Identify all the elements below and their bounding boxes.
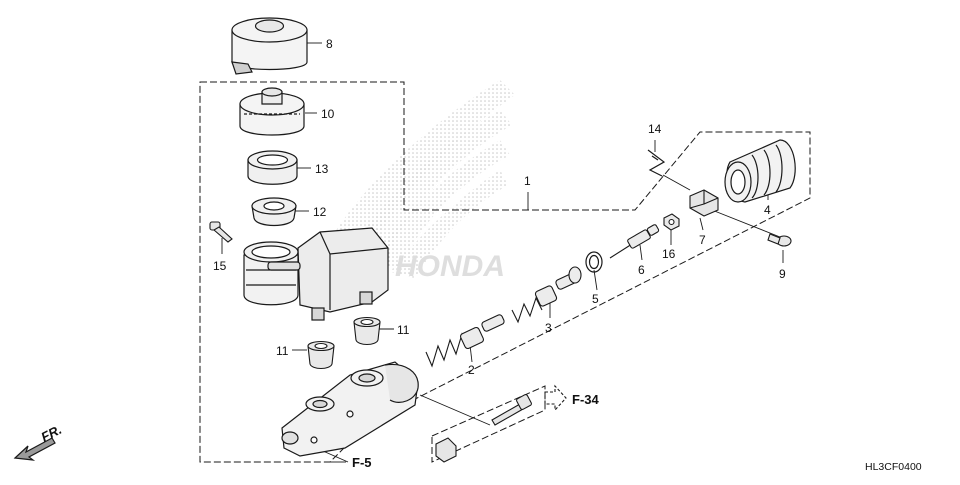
- callout-3: 3: [545, 321, 552, 335]
- front-label: FR.: [39, 422, 64, 445]
- callout-5: 5: [592, 292, 599, 306]
- part-13-diaphragm: [247, 150, 298, 185]
- callout-1: 1: [524, 174, 531, 188]
- callout-2: 2: [468, 363, 475, 377]
- part-15-screw: [209, 221, 233, 243]
- callout-14: 14: [648, 122, 662, 136]
- honda-watermark-text: HONDA: [395, 250, 505, 283]
- part-4-boot: [724, 139, 796, 203]
- part-10-reservoir-cap: [239, 87, 305, 136]
- callout-11-lower: 11: [276, 344, 289, 358]
- callout-4: 4: [764, 203, 771, 217]
- part-8-cap-cover: [231, 17, 308, 75]
- ref-arrow-f34: [544, 384, 567, 412]
- callout-16: 16: [662, 247, 676, 261]
- part-11-grommet-upper: [353, 316, 381, 346]
- part-2-primary-piston: [425, 314, 505, 368]
- callout-9: 9: [779, 267, 786, 281]
- part-16-nut: [663, 213, 680, 231]
- ref-label-f34: F-34: [572, 392, 600, 407]
- callout-11-upper: 11: [397, 323, 410, 337]
- honda-watermark-logo: HONDA: [330, 80, 515, 283]
- reservoir-tank: [243, 227, 389, 321]
- diagram-code: HL3CF0400: [865, 461, 922, 473]
- sub-assembly-outline: [431, 385, 546, 463]
- callout-7: 7: [699, 233, 706, 247]
- assembly-outline: [199, 81, 811, 463]
- front-direction-arrow-icon: [13, 437, 56, 461]
- part-12-float: [251, 197, 297, 227]
- master-cylinder-body: [281, 361, 419, 457]
- part-5-seal-ring: [585, 251, 603, 273]
- part-11-grommet-lower: [307, 340, 335, 370]
- part-14-clip: [647, 149, 666, 177]
- callout-10: 10: [321, 107, 335, 121]
- sub-assembly-plug: [435, 437, 457, 463]
- part-7-clevis: [689, 189, 719, 217]
- callout-15: 15: [213, 259, 227, 273]
- callout-12: 12: [313, 205, 327, 219]
- sub-assembly-bolt: [491, 394, 532, 426]
- ref-label-f5: F-5: [352, 455, 372, 470]
- callout-13: 13: [315, 162, 329, 176]
- part-3-secondary-piston: [511, 266, 582, 324]
- part-9-clevis-pin: [767, 233, 792, 247]
- grouping-dashes: [199, 81, 811, 463]
- part-6-push-rod: [609, 224, 660, 259]
- callout-8: 8: [326, 37, 333, 51]
- callout-6: 6: [638, 263, 645, 277]
